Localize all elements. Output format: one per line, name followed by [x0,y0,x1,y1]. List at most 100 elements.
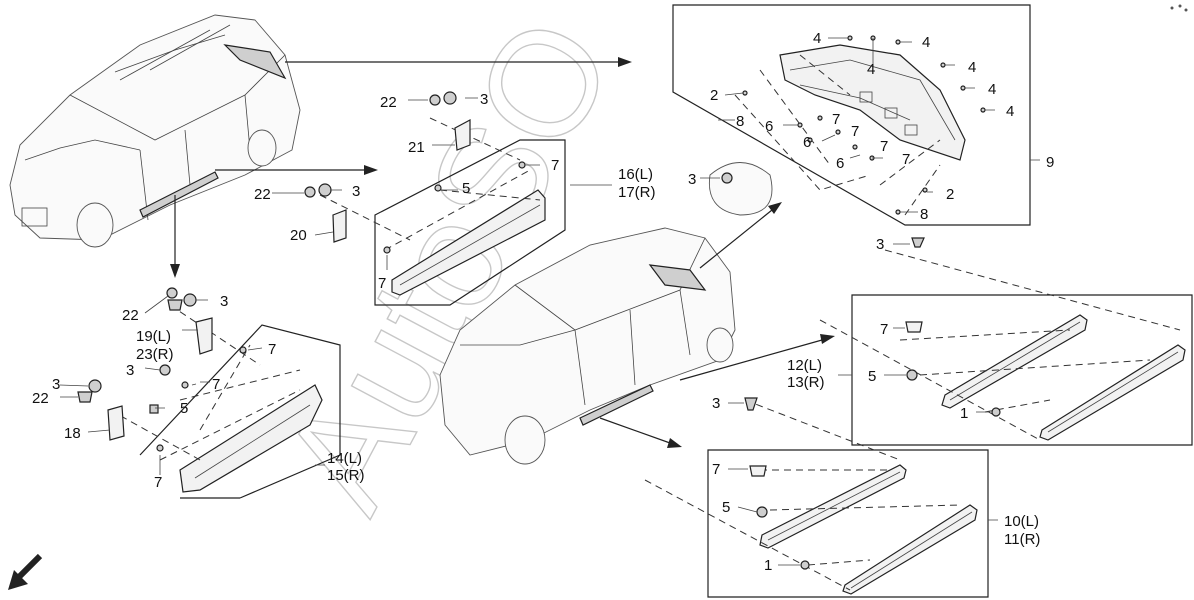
label-4: 4 [1006,103,1014,120]
label-4: 4 [968,59,976,76]
label-1: 1 [960,405,968,422]
label-22: 22 [122,307,139,324]
bolt-icon [304,186,316,198]
label-20: 20 [290,227,307,244]
label-17R: 17(R) [618,184,656,201]
nut-icon [443,91,457,105]
clip-icon [181,381,189,389]
group-rear-bumper [672,4,1040,226]
clip-icon [518,161,526,169]
nut-icon [756,506,768,518]
label-2: 2 [710,87,718,104]
clip-icon [434,184,442,192]
label-7: 7 [880,138,888,155]
bracket-icon [107,405,125,441]
part-labels: 22 3 21 22 3 20 5 7 7 16(L) 17(R) 22 3 1… [32,30,1054,574]
label-22: 22 [32,390,49,407]
label-12L: 12(L) [787,357,822,374]
label-3: 3 [352,183,360,200]
bolt-icon [167,299,183,311]
group-side-moulding [644,397,998,598]
pointer-arrows [8,57,835,590]
label-7: 7 [851,123,859,140]
label-13R: 13(R) [787,374,825,391]
group-rear-moulding [819,237,1193,446]
label-23R: 23(R) [136,346,174,363]
label-16L: 16(L) [618,166,653,183]
label-9: 9 [1046,154,1054,171]
label-4: 4 [922,34,930,51]
clip-icon [156,444,164,452]
label-22: 22 [254,186,271,203]
label-10L: 10(L) [1004,513,1039,530]
label-11R: 11(R) [1004,531,1040,548]
group-middle-sill [272,91,612,306]
label-7: 7 [832,111,840,128]
arrow-head-icon [170,264,180,278]
label-7: 7 [154,474,162,491]
label-3: 3 [126,362,134,379]
label-3: 3 [480,91,488,108]
label-19L: 19(L) [136,328,171,345]
vehicle-center [439,227,736,465]
label-21: 21 [408,139,425,156]
label-5: 5 [462,180,470,197]
label-5: 5 [722,499,730,516]
bracket-icon [195,317,213,355]
label-3: 3 [712,395,720,412]
label-5: 5 [868,368,876,385]
arrow-head-icon [820,334,835,344]
clip-icon [166,287,178,299]
arrow-head-icon [618,57,632,67]
nut-icon [721,172,733,184]
label-2: 2 [946,186,954,203]
label-7: 7 [880,321,888,338]
direction-arrow-head-icon [8,570,28,590]
label-4: 4 [813,30,821,47]
label-18: 18 [64,425,81,442]
label-5: 5 [180,400,188,417]
label-7: 7 [712,461,720,478]
label-7: 7 [902,151,910,168]
label-8: 8 [920,206,928,223]
nut-icon [88,379,102,393]
label-22: 22 [380,94,397,111]
screw-icon [991,407,1001,417]
label-14L: 14(L) [327,450,362,467]
vehicle-top-left [9,14,301,248]
nut-icon [318,183,332,197]
clip-icon [383,246,391,254]
clip-icon [905,321,923,333]
label-3: 3 [220,293,228,310]
arrow-head-icon [364,165,378,175]
label-6: 6 [803,134,811,151]
label-7: 7 [551,157,559,174]
clip-icon [911,237,925,248]
label-3: 3 [688,171,696,188]
group-front-sill [59,287,341,499]
nut-icon [906,369,918,381]
label-7: 7 [378,275,386,292]
bolt-icon [429,94,441,106]
arrow-head-icon [768,202,782,214]
clip-icon [239,346,247,354]
nut-icon [159,364,171,376]
screw-icon [800,560,810,570]
clip-icon [749,465,767,477]
label-7: 7 [212,376,220,393]
clip-icon [744,397,758,411]
nut-icon [183,293,197,307]
label-8: 8 [736,113,744,130]
corner-mark-icon [1170,4,1188,12]
label-4: 4 [988,81,996,98]
label-7: 7 [268,341,276,358]
label-6: 6 [836,155,844,172]
label-1: 1 [764,557,772,574]
clip-icon [149,404,159,414]
label-15R: 15(R) [327,467,365,484]
label-4: 4 [867,61,875,78]
label-6: 6 [765,118,773,135]
bolt-icon [77,391,93,403]
